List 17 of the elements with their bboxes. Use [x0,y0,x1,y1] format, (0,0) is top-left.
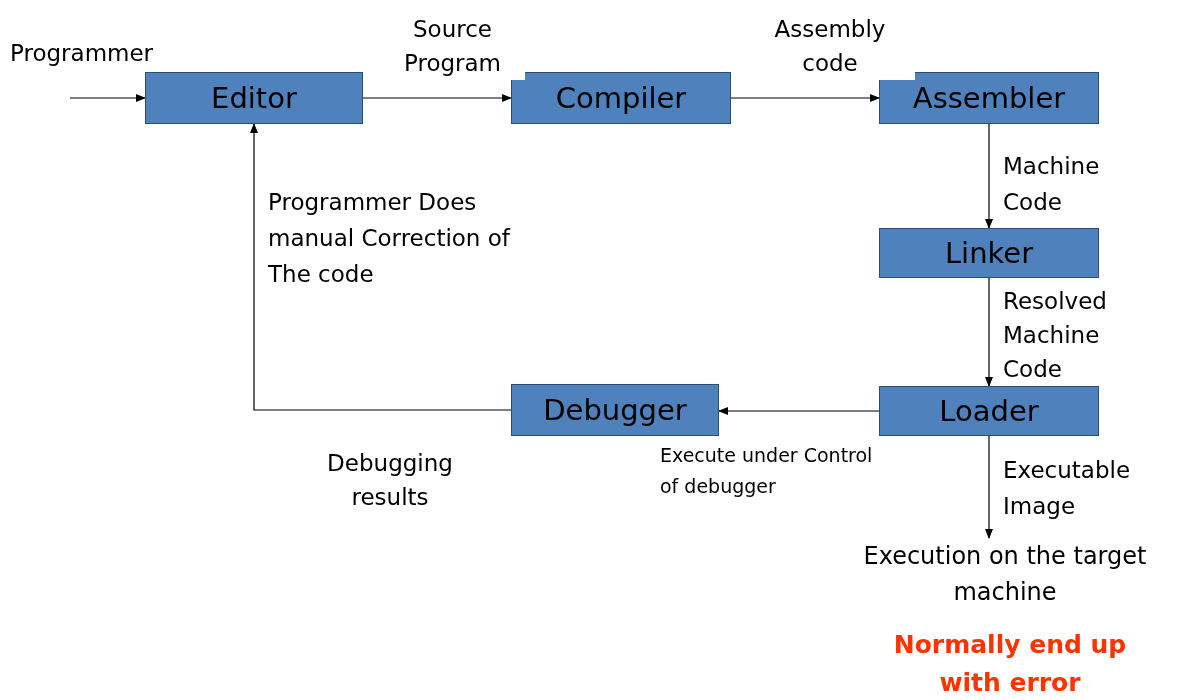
process-box: Linker [879,228,1099,278]
output-text: Execution on the target machine [830,538,1180,610]
arrow [718,407,880,415]
arrow [985,123,993,229]
arrow [250,123,512,411]
process-box: Assembler [879,72,1099,124]
arrow [985,435,993,539]
warning-note: Normally end up with error [892,629,1128,699]
note-text: Programmer Does manual Correction of The code [268,188,512,289]
process-box: Loader [879,386,1099,436]
arrow [362,94,512,102]
arrow [69,94,146,102]
process-box: Compiler [511,72,731,124]
arrow [985,277,993,387]
process-box: Editor [145,72,363,124]
arrow [730,94,880,102]
process-box: Debugger [511,384,719,436]
